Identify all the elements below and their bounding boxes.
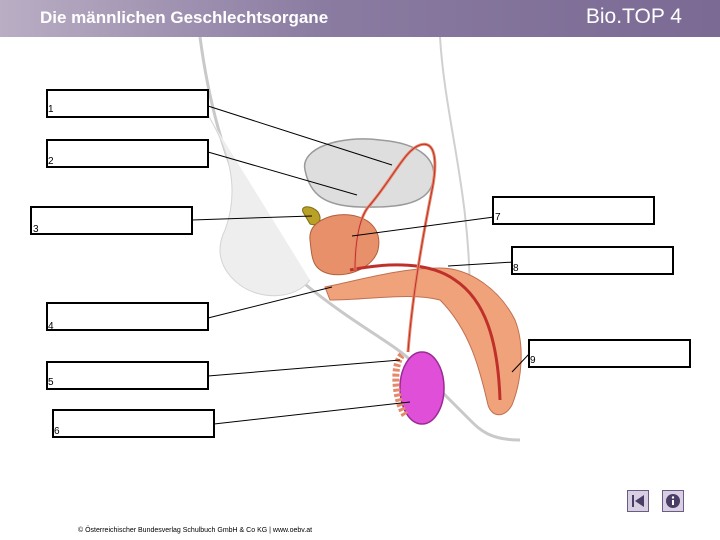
- label-box-4[interactable]: [46, 302, 209, 331]
- label-box-5[interactable]: [46, 361, 209, 390]
- label-number-3: 3: [33, 224, 39, 235]
- prostate: [309, 214, 380, 276]
- pelvis-shadow: [204, 109, 311, 297]
- label-box-3[interactable]: [30, 206, 193, 235]
- back-button[interactable]: [627, 490, 649, 512]
- page-title: Die männlichen Geschlechtsorgane: [40, 8, 329, 27]
- urethra-inner: [349, 263, 502, 401]
- brand-logo-text: Bio.TOP 4: [585, 5, 682, 28]
- anatomy-illustration: [191, 37, 531, 442]
- label-box-9[interactable]: [528, 339, 691, 368]
- skip-back-icon: [632, 495, 644, 507]
- leg-outline: [439, 37, 471, 301]
- copyright-footer: © Österreichischer Bundesverlag Schulbuc…: [78, 527, 313, 534]
- label-number-9: 9: [530, 355, 536, 366]
- vas-deferens-inner: [354, 143, 436, 353]
- label-number-8: 8: [513, 263, 519, 274]
- header-bar: Die männlichen Geschlechtsorgane Bio.TOP…: [0, 0, 720, 37]
- epididymis: [392, 352, 409, 417]
- info-icon: [666, 494, 680, 508]
- label-box-6[interactable]: [52, 409, 215, 438]
- label-number-4: 4: [48, 321, 54, 332]
- testis: [399, 351, 445, 425]
- label-number-7: 7: [495, 212, 501, 223]
- penis-body: [324, 267, 522, 416]
- label-number-6: 6: [54, 426, 60, 437]
- label-box-7[interactable]: [492, 196, 655, 225]
- label-number-2: 2: [48, 156, 54, 167]
- label-box-8[interactable]: [511, 246, 674, 275]
- label-box-2[interactable]: [46, 139, 209, 168]
- label-number-5: 5: [48, 377, 54, 388]
- label-number-1: 1: [48, 104, 54, 115]
- label-box-1[interactable]: [46, 89, 209, 118]
- leader-lines: [191, 105, 531, 425]
- info-button[interactable]: [662, 490, 684, 512]
